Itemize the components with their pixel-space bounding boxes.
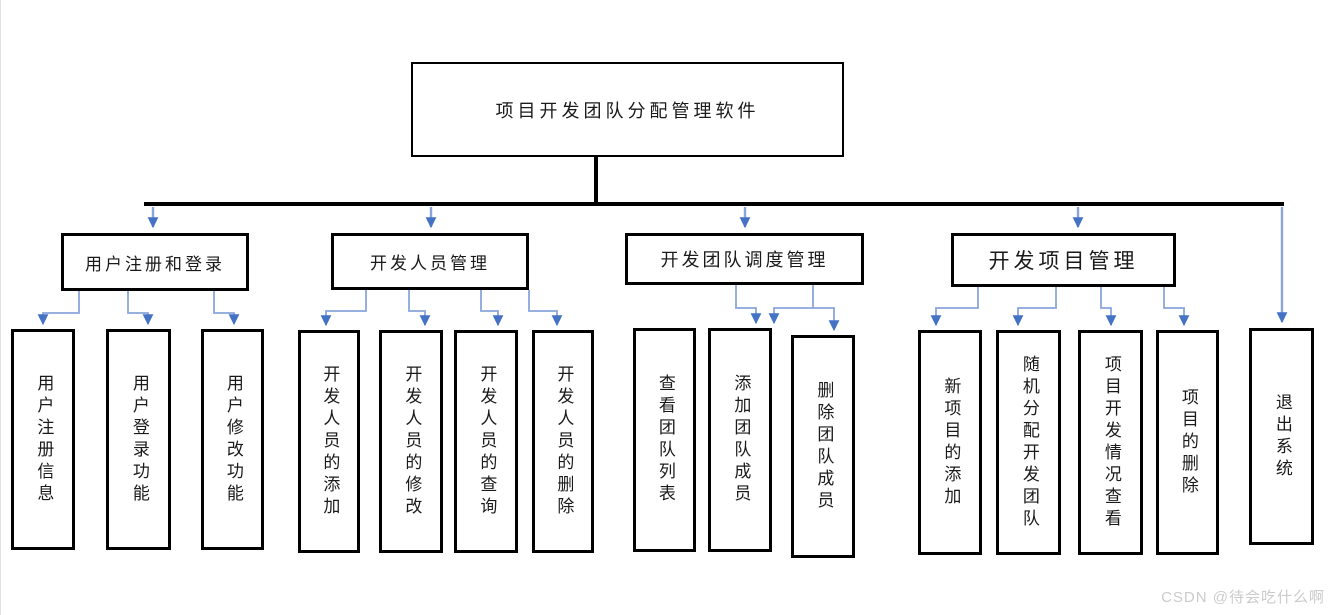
leaf-label: 用户登录功能 bbox=[129, 373, 149, 506]
leaf-user-modify-function: 用户修改功能 bbox=[201, 329, 264, 550]
branch-label: 开发团队调度管理 bbox=[660, 250, 829, 270]
leaf-project-delete: 项目的删除 bbox=[1156, 330, 1219, 555]
leaf-label: 删除团队成员 bbox=[814, 380, 834, 513]
leaf-label: 用户修改功能 bbox=[223, 373, 243, 506]
leaf-developer-add: 开发人员的添加 bbox=[298, 330, 360, 553]
leaf-exit-system: 退出系统 bbox=[1249, 328, 1314, 545]
leaf-user-login-function: 用户登录功能 bbox=[106, 329, 171, 550]
branch-team-scheduling-management: 开发团队调度管理 bbox=[625, 233, 864, 285]
leaf-label: 添加团队成员 bbox=[731, 374, 751, 506]
leaf-developer-query: 开发人员的查询 bbox=[454, 330, 518, 553]
leaf-developer-delete: 开发人员的删除 bbox=[532, 330, 594, 553]
leaf-label: 新项目的添加 bbox=[941, 376, 961, 509]
leaf-delete-team-member: 删除团队成员 bbox=[791, 335, 855, 558]
leaf-label: 用户注册信息 bbox=[34, 373, 54, 506]
leaf-user-register-info: 用户注册信息 bbox=[11, 329, 75, 550]
leaf-label: 项目的删除 bbox=[1178, 387, 1198, 498]
root-node: 项目开发团队分配管理软件 bbox=[411, 62, 844, 157]
leaf-label: 退出系统 bbox=[1272, 392, 1292, 481]
leaf-new-project-add: 新项目的添加 bbox=[918, 330, 982, 555]
branch-label: 开发人员管理 bbox=[370, 254, 490, 273]
leaf-label: 开发人员的修改 bbox=[402, 364, 422, 519]
branch-label: 用户注册和登录 bbox=[85, 254, 225, 274]
branch-label: 开发项目管理 bbox=[988, 249, 1139, 273]
leaf-label: 开发人员的查询 bbox=[477, 364, 497, 519]
watermark: CSDN @待会吃什么啊 bbox=[1161, 589, 1325, 606]
leaf-label: 开发人员的删除 bbox=[554, 364, 574, 519]
leaf-label: 查看团队列表 bbox=[655, 374, 675, 506]
branch-project-management: 开发项目管理 bbox=[951, 233, 1176, 287]
leaf-label: 随机分配开发团队 bbox=[1019, 354, 1039, 531]
leaf-view-team-list: 查看团队列表 bbox=[633, 328, 696, 552]
leaf-label: 开发人员的添加 bbox=[320, 364, 340, 519]
leaf-add-team-member: 添加团队成员 bbox=[708, 328, 772, 552]
root-node-label: 项目开发团队分配管理软件 bbox=[495, 100, 760, 121]
leaf-random-assign-team: 随机分配开发团队 bbox=[996, 330, 1061, 555]
leaf-project-status-view: 项目开发情况查看 bbox=[1078, 330, 1143, 555]
branch-user-register-login: 用户注册和登录 bbox=[61, 233, 249, 291]
branch-developer-management: 开发人员管理 bbox=[331, 233, 529, 290]
leaf-developer-modify: 开发人员的修改 bbox=[379, 330, 443, 553]
leaf-label: 项目开发情况查看 bbox=[1101, 354, 1121, 531]
